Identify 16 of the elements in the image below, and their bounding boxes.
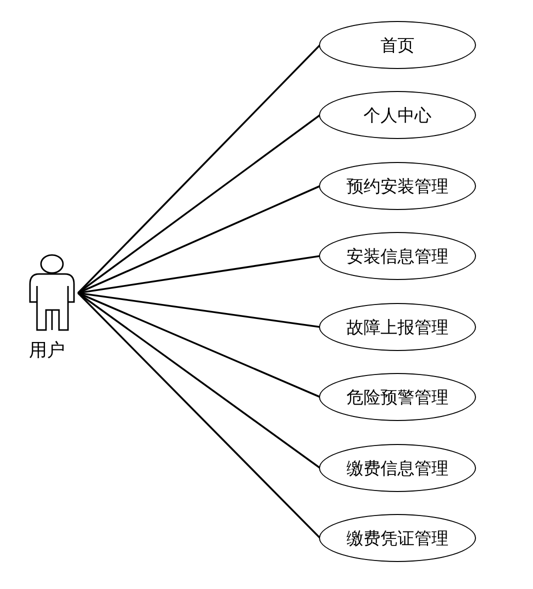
association-line [78,255,320,294]
use-case-ellipse: 安装信息管理 [319,232,476,280]
association-line [78,185,320,294]
use-case-ellipse: 故障上报管理 [319,303,476,351]
use-case-ellipse: 缴费信息管理 [319,444,476,492]
use-case-ellipse: 危险预警管理 [319,373,476,421]
actor-label: 用户 [29,339,65,362]
association-line [77,44,321,294]
association-line [77,114,321,294]
association-line [77,292,321,539]
association-line [78,292,320,398]
use-case-ellipse: 预约安装管理 [319,162,476,210]
use-case-ellipse: 缴费凭证管理 [319,514,476,562]
association-line [77,292,321,469]
use-case-ellipse: 首页 [319,21,476,69]
use-case-ellipse: 个人中心 [319,91,476,139]
